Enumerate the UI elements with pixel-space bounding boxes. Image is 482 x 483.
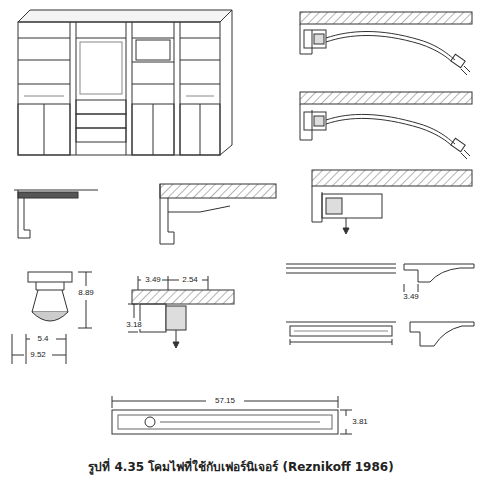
dimension-label: 3.18 — [125, 321, 143, 329]
dimension-label: 2.54 — [181, 276, 199, 284]
shelf-fixture-with-plug — [300, 92, 472, 159]
figure-caption: รูปที่ 4.35 โคมไฟที่ใช้กับเฟอร์นิเจอร์ (… — [0, 457, 482, 476]
light-strip-and-bracket — [286, 264, 474, 346]
spot-lamp — [12, 272, 92, 364]
dimension-label: 3.49 — [144, 276, 162, 284]
dimension-label: 8.89 — [77, 289, 95, 297]
wall-cabinet — [18, 10, 232, 155]
shelf-edge-profile — [160, 184, 276, 244]
dimension-label: 3.81 — [351, 418, 369, 426]
linear-fixture — [112, 396, 352, 434]
dimension-label: 57.15 — [214, 397, 236, 405]
shelf-fixture-section — [128, 276, 234, 348]
under-shelf-fixture — [312, 170, 472, 234]
dimension-label: 3.49 — [402, 293, 420, 301]
shelf-fixture-with-plug — [300, 12, 472, 75]
channel-profile — [14, 190, 98, 238]
dimension-label: 5.4 — [36, 335, 49, 343]
dimension-label: 9.52 — [29, 351, 47, 359]
